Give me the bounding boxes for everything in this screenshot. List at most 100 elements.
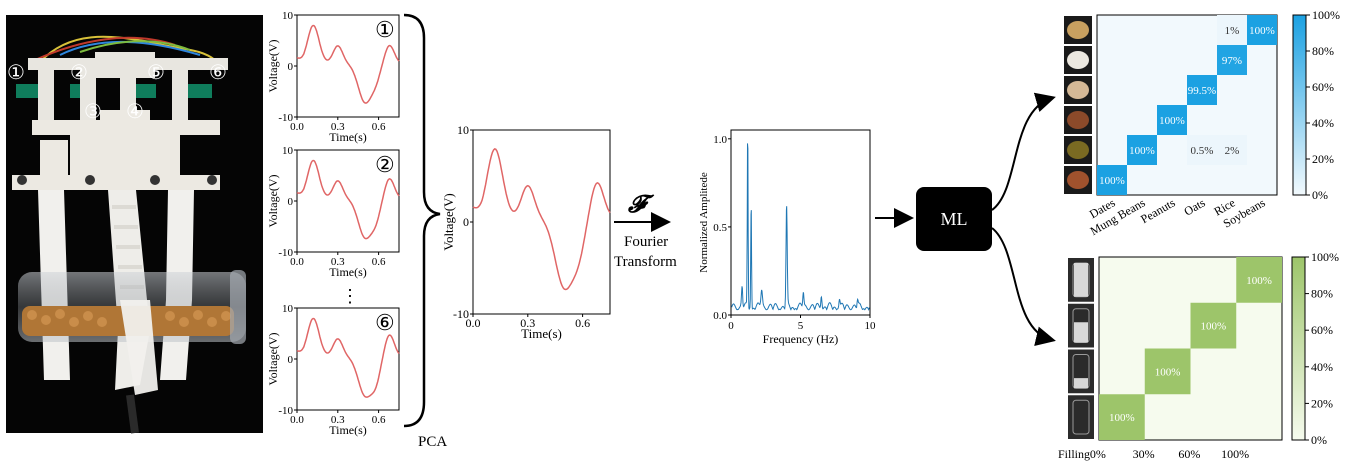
y-tick-label: 10 (282, 303, 294, 315)
y-tick-label: 1.0 (713, 134, 727, 146)
colorbar-tick-label: 100% (1312, 8, 1340, 22)
matrix-cell-label: 97% (1222, 55, 1242, 67)
fourier-label-line1: Fourier (624, 234, 668, 250)
x-tick-label: 0.3 (331, 121, 345, 133)
matrix-cell (1127, 135, 1157, 165)
photo-label: ③ (84, 101, 102, 123)
x-axis-label: Time(s) (329, 423, 367, 437)
y-tick-label: 10 (282, 10, 294, 22)
y-tick-label: 0 (288, 196, 294, 208)
x-tick-label: 10 (865, 320, 877, 332)
matrix-cell-label: 2% (1225, 145, 1240, 157)
y-tick-label: -10 (453, 307, 469, 321)
matrix-cell (1097, 165, 1127, 195)
category-label: 60% (1178, 447, 1200, 461)
matrix-cell-label: 100% (1109, 412, 1135, 424)
x-tick-label: 0.3 (520, 316, 535, 330)
x-tick-label: 5 (798, 320, 804, 332)
matrix-cell-label: 100% (1129, 145, 1155, 157)
matrix-cell (1217, 45, 1247, 75)
category-label: 100% (1221, 447, 1249, 461)
axis-label: Filling (1058, 447, 1090, 461)
matrix-cell (1187, 75, 1217, 105)
matrix-cell-label: 100% (1249, 25, 1275, 37)
matrix-cell (1187, 135, 1217, 165)
sample-thumbnail-fill (1074, 263, 1088, 297)
voltage-trace (472, 148, 611, 291)
channel-badge: ⑥ (375, 310, 395, 335)
colorbar-tick-label: 60% (1312, 80, 1334, 94)
x-tick-label: 0.6 (372, 256, 386, 268)
colorbar-tick-label: 60% (1311, 323, 1333, 337)
sample-thumbnail-content (1067, 51, 1089, 69)
colorbar-tick-label: 40% (1311, 360, 1333, 374)
y-tick-label: 10 (282, 145, 294, 157)
sample-thumbnail (1068, 395, 1094, 439)
sample-thumbnail-fill (1074, 378, 1088, 389)
fourier-label-line2: Transform (614, 254, 677, 270)
pca-brace (403, 13, 441, 428)
matrix-cell-label: 0.5% (1191, 145, 1214, 157)
colorbar-tick-label: 40% (1312, 116, 1334, 130)
matrix-cell-label: 100% (1201, 321, 1227, 333)
y-tick-label: 0.0 (713, 310, 727, 322)
ellipsis: ⋮ (341, 286, 359, 306)
category-label: 0% (1090, 447, 1106, 461)
y-tick-label: -10 (278, 405, 293, 417)
channel-badge: ② (375, 152, 395, 177)
x-tick-label: 0.6 (575, 316, 590, 330)
sample-thumbnail-content (1067, 21, 1089, 39)
matrix-cell (1236, 257, 1282, 303)
colorbar-tick-label: 80% (1311, 287, 1333, 301)
y-axis-label: Normalized Amplitede (698, 172, 710, 273)
y-axis-label: Voltage(V) (441, 193, 456, 251)
matrix-cell (1247, 15, 1277, 45)
x-tick-label: 0.3 (331, 414, 345, 426)
sample-thumbnail-content (1067, 81, 1089, 99)
voltage-trace (296, 317, 400, 398)
matrix-cell (1217, 15, 1247, 45)
sample-thumbnail-content (1067, 171, 1089, 189)
photo-label: ④ (126, 101, 144, 123)
confusion-matrix-grains: 100%100%0.5%2%100%99.5%97%1%100%100%80%6… (1064, 8, 1340, 238)
x-axis-label: Time(s) (329, 265, 367, 279)
colorbar (1291, 256, 1306, 441)
y-tick-label: 0 (288, 354, 294, 366)
x-tick-label: 0.0 (466, 316, 481, 330)
x-tick-label: 0.3 (331, 256, 345, 268)
matrix-cell-label: 100% (1246, 275, 1272, 287)
sample-thumbnail-fill (1074, 322, 1088, 343)
sample-thumbnail-content (1067, 111, 1089, 129)
x-tick-label: 0.0 (290, 414, 304, 426)
photo-label: ⑥ (209, 62, 227, 84)
y-tick-label: -10 (278, 247, 293, 259)
matrix-cell (1144, 348, 1191, 395)
fourier-symbol: 𝓕 (627, 192, 655, 218)
y-axis-label: Voltage(V) (266, 332, 280, 385)
x-axis-label: Time(s) (521, 326, 562, 341)
colorbar-tick-label: 80% (1312, 44, 1334, 58)
matrix-cell-label: 100% (1155, 366, 1181, 378)
matrix-cell-label: 100% (1159, 115, 1185, 127)
colorbar-tick-label: 0% (1312, 188, 1328, 202)
plot-frame (472, 129, 611, 315)
x-tick-label: 0.6 (372, 121, 386, 133)
y-tick-label: 0 (288, 61, 294, 73)
sample-thumbnail-content (1072, 399, 1090, 435)
photo-label: ① (7, 62, 25, 84)
y-tick-label: 0 (463, 215, 469, 229)
photo-label: ② (70, 62, 88, 84)
y-tick-label: 0.5 (713, 222, 727, 234)
ml-output-arrow-bottom (991, 227, 1056, 346)
x-axis-label: Frequency (Hz) (763, 332, 839, 346)
spectrum-trace (731, 143, 870, 311)
x-tick-label: 0 (728, 320, 734, 332)
matrix-cell-label: 99.5% (1188, 85, 1216, 97)
colorbar (1292, 14, 1307, 196)
matrix-cell (1217, 135, 1247, 165)
matrix-cell-label: 1% (1225, 25, 1240, 37)
colorbar-tick-label: 20% (1312, 152, 1334, 166)
